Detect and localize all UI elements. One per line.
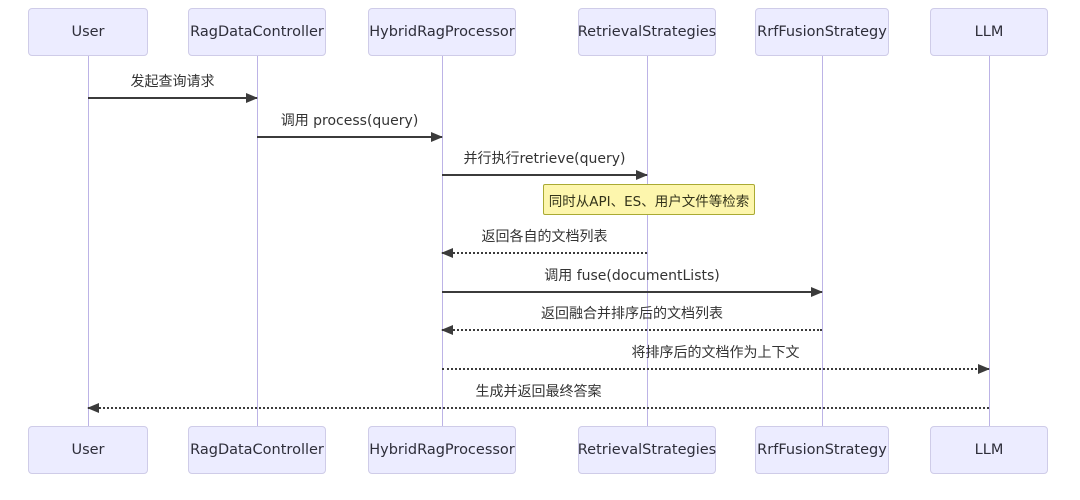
arrowhead-icon — [978, 364, 990, 374]
message-call-fuse: 调用 fuse(documentLists) — [442, 266, 823, 297]
message-label: 调用 fuse(documentLists) — [544, 268, 720, 284]
arrowhead-icon — [811, 287, 823, 297]
note-retrieval-sources: 同时从API、ES、用户文件等检索 — [543, 184, 755, 215]
lifeline-llm — [989, 56, 990, 426]
actor-top-hybridragprocessor: HybridRagProcessor — [368, 8, 516, 56]
message-arrow — [442, 364, 990, 374]
actor-bottom-retrievalstrategies: RetrievalStrategies — [578, 426, 716, 474]
arrowhead-icon — [441, 325, 453, 335]
lifeline-user — [88, 56, 89, 426]
message-label: 并行执行retrieve(query) — [463, 151, 626, 167]
arrowhead-icon — [636, 170, 648, 180]
arrowhead-icon — [246, 93, 258, 103]
message-arrow — [87, 403, 989, 413]
message-label: 调用 process(query) — [280, 113, 419, 129]
message-label: 发起查询请求 — [130, 74, 215, 90]
actor-bottom-llm: LLM — [930, 426, 1048, 474]
actor-bottom-user: User — [28, 426, 148, 474]
message-arrow — [441, 248, 647, 258]
actor-top-user: User — [28, 8, 148, 56]
actor-bottom-hybridragprocessor: HybridRagProcessor — [368, 426, 516, 474]
message-arrow — [257, 132, 443, 142]
actor-top-llm: LLM — [930, 8, 1048, 56]
actor-top-retrievalstrategies: RetrievalStrategies — [578, 8, 716, 56]
message-label: 返回各自的文档列表 — [481, 229, 608, 245]
lifeline-retrievalstrategies — [647, 56, 648, 426]
message-parallel-retrieve: 并行执行retrieve(query) — [442, 149, 648, 180]
message-initiate-query: 发起查询请求 — [88, 72, 258, 103]
lifeline-hybridragprocessor — [442, 56, 443, 426]
lifeline-rrffusionstrategy — [822, 56, 823, 426]
message-docs-as-context: 将排序后的文档作为上下文 — [442, 343, 990, 374]
lifeline-ragdatacontroller — [257, 56, 258, 426]
message-label: 返回融合并排序后的文档列表 — [541, 306, 723, 322]
message-call-process: 调用 process(query) — [257, 111, 443, 142]
message-arrow — [442, 287, 823, 297]
message-final-answer: 生成并返回最终答案 — [87, 382, 989, 413]
message-label: 将排序后的文档作为上下文 — [631, 345, 800, 361]
arrowhead-icon — [87, 403, 99, 413]
actor-top-ragdatacontroller: RagDataController — [188, 8, 326, 56]
message-return-doc-lists: 返回各自的文档列表 — [441, 227, 647, 258]
actor-bottom-rrffusionstrategy: RrfFusionStrategy — [755, 426, 889, 474]
arrowhead-icon — [441, 248, 453, 258]
actor-top-rrffusionstrategy: RrfFusionStrategy — [755, 8, 889, 56]
arrowhead-icon — [431, 132, 443, 142]
message-arrow — [441, 325, 822, 335]
message-arrow — [88, 93, 258, 103]
actor-bottom-ragdatacontroller: RagDataController — [188, 426, 326, 474]
message-label: 生成并返回最终答案 — [475, 384, 602, 400]
message-arrow — [442, 170, 648, 180]
message-return-fused-list: 返回融合并排序后的文档列表 — [441, 304, 822, 335]
